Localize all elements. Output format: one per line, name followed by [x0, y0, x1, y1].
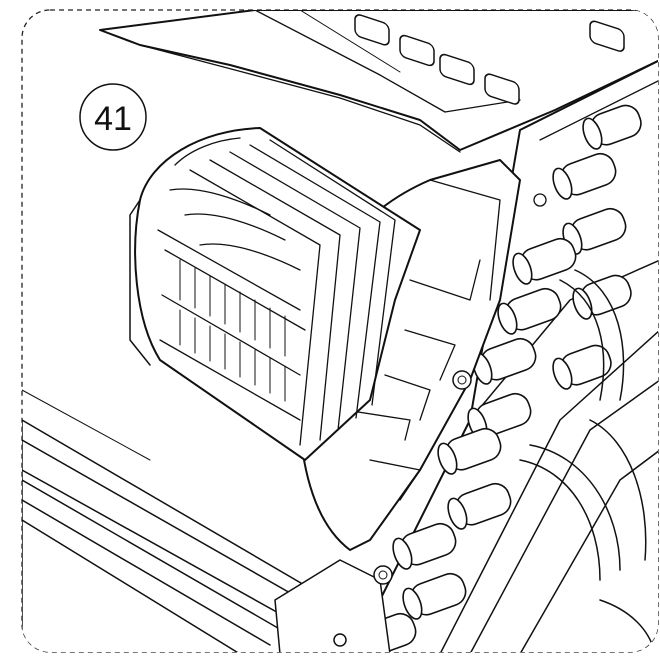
step-number: 41 — [94, 100, 132, 138]
step-number-callout: 41 — [79, 83, 147, 151]
tube-fittings — [352, 104, 642, 652]
cylinder-cage — [129, 127, 421, 461]
step-number-circle — [79, 83, 147, 151]
frame-rail — [22, 389, 331, 652]
bottom-bracket — [274, 559, 393, 652]
top-cover-panel — [99, 10, 658, 153]
